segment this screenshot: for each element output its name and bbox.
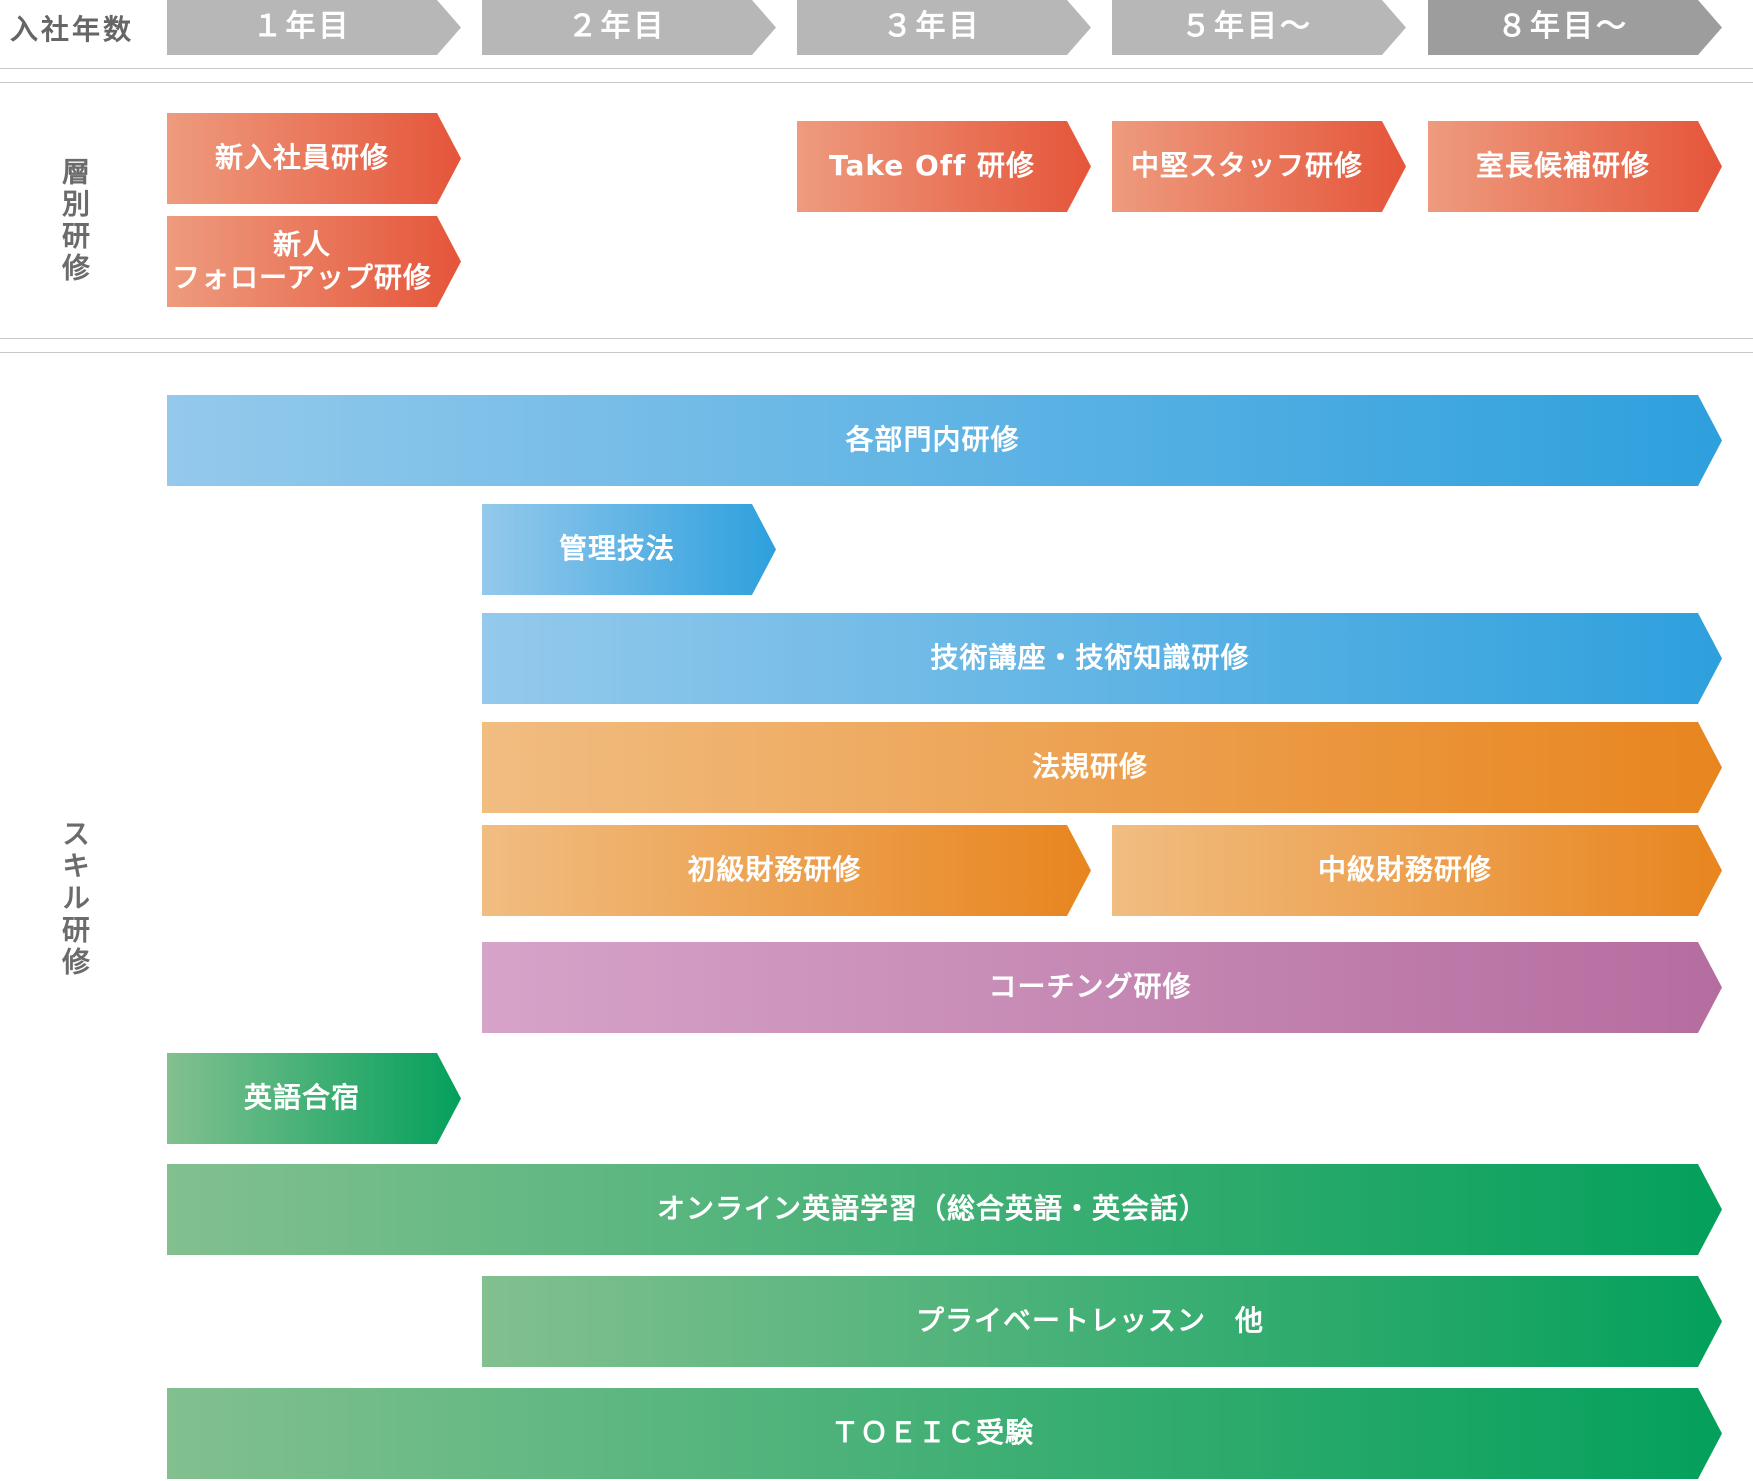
new-employee-training: 新入社員研修 <box>167 113 461 204</box>
english-camp: 英語合宿 <box>167 1053 461 1144</box>
divider <box>0 82 1753 83</box>
training-label: 初級財務研修 <box>687 853 862 887</box>
year-header-5: ５年目〜 <box>1112 0 1406 55</box>
departmental-training: 各部門内研修 <box>167 395 1722 486</box>
section-chief-candidate-training: 室長候補研修 <box>1428 121 1722 212</box>
training-label: 各部門内研修 <box>845 423 1020 457</box>
toeic-exam: ＴＯＥＩＣ受験 <box>167 1388 1722 1479</box>
training-label: コーチング研修 <box>988 970 1192 1004</box>
management-techniques: 管理技法 <box>482 504 776 595</box>
basic-finance-training: 初級財務研修 <box>482 825 1091 916</box>
technical-knowledge-training: 技術講座・技術知識研修 <box>482 613 1722 704</box>
years-of-service-label: 入社年数 <box>10 13 135 46</box>
coaching-training: コーチング研修 <box>482 942 1722 1033</box>
year-header-3: ３年目 <box>797 0 1091 55</box>
divider <box>0 338 1753 339</box>
training-label: 中堅スタッフ研修 <box>1130 149 1363 183</box>
new-employee-followup-training: 新人 フォローアップ研修 <box>167 216 461 307</box>
training-label: プライベートレッスン 他 <box>915 1304 1264 1338</box>
training-label: 新人 フォローアップ研修 <box>172 228 432 294</box>
year-header-2: ２年目 <box>482 0 776 55</box>
training-label: 技術講座・技術知識研修 <box>930 641 1250 675</box>
training-label: 管理技法 <box>558 532 675 566</box>
regulations-training: 法規研修 <box>482 722 1722 813</box>
year-header-8: ８年目〜 <box>1428 0 1722 55</box>
take-off-training: Take Off 研修 <box>797 121 1091 212</box>
year-header-label: ８年目〜 <box>1497 9 1629 45</box>
training-label: 新入社員研修 <box>214 141 389 175</box>
training-label: オンライン英語学習（総合英語・英会話） <box>656 1192 1208 1226</box>
section-label-skill: スキル研修 <box>58 819 91 979</box>
training-label: Take Off 研修 <box>829 149 1035 183</box>
mid-level-staff-training: 中堅スタッフ研修 <box>1112 121 1406 212</box>
training-label: 室長候補研修 <box>1475 149 1650 183</box>
training-label: 英語合宿 <box>243 1081 360 1115</box>
intermediate-finance-training: 中級財務研修 <box>1112 825 1722 916</box>
divider <box>0 352 1753 353</box>
section-label-level: 層別研修 <box>58 157 91 285</box>
year-header-label: ３年目 <box>882 9 982 45</box>
training-label: ＴＯＥＩＣ受験 <box>830 1416 1034 1450</box>
divider <box>0 68 1753 69</box>
online-english-learning: オンライン英語学習（総合英語・英会話） <box>167 1164 1722 1255</box>
year-header-label: １年目 <box>252 9 352 45</box>
private-lessons: プライベートレッスン 他 <box>482 1276 1722 1367</box>
training-label: 法規研修 <box>1031 750 1148 784</box>
year-header-1: １年目 <box>167 0 461 55</box>
training-label: 中級財務研修 <box>1317 853 1492 887</box>
year-header-label: ２年目 <box>567 9 667 45</box>
year-header-label: ５年目〜 <box>1181 9 1313 45</box>
